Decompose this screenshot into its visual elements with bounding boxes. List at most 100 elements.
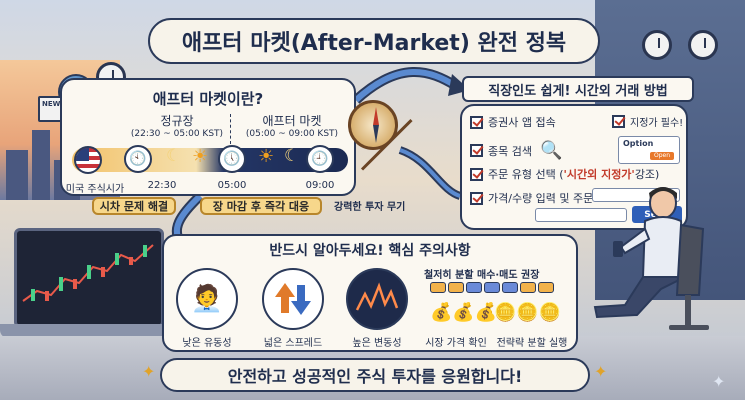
step-search-stock-label: 종목 검색 [488,144,532,158]
check-price-label: 시장 가격 확인 [425,338,487,349]
person-legs [593,276,686,319]
candle [101,267,105,277]
candle [31,289,35,301]
step-open-app: 증권사 앱 접속 [470,114,556,130]
building-silhouette [6,150,28,200]
clock-icon: 🕙 [124,145,152,173]
wall-clock-icon [642,30,672,60]
flow-arrow-right-inner [399,148,461,198]
regular-session-name: 정규장 [160,114,194,128]
split-execution-label: 전략략 분할 실행 [496,338,568,349]
after-session-name: 애프터 마켓 [262,114,322,128]
step-open-app-label: 증권사 앱 접속 [488,116,556,129]
arrow-up [275,283,295,313]
step-order-type: 주문 유형 선택 ( '시간외 지정가' 강조) [470,166,659,182]
volatility-line [355,282,399,311]
candle [143,245,147,257]
person-arm [619,227,651,255]
us-flag-icon [74,146,102,174]
sparkle-icon: ✦ [142,362,156,381]
option-popup-label: Option [623,139,654,148]
phone-icon [613,241,623,257]
split-block [430,282,446,293]
high-volatility-label: 높은 변동성 [352,338,402,349]
option-open-button: Open [650,152,674,160]
sparkle-icon: ✦ [712,372,726,391]
checkbox-icon [470,115,483,129]
person-hair [649,187,677,199]
definition-title: 애프터 마켓이란? [152,90,264,108]
step-search-stock: 종목 검색 🔍 [470,140,562,161]
price-line [22,244,154,302]
step-enter-order: 가격/수량 입력 및 주문 [470,190,593,206]
session-divider [230,114,231,144]
candle [129,257,133,265]
cautions-title: 반드시 알아두세요! 핵심 주의사항 [269,243,471,259]
moon-icon: ☾ [166,146,182,166]
step-order-type-highlight: '시간외 지정가' [563,168,635,181]
checkbox-icon [470,144,483,157]
money-bags-icon: 💰💰💰 [430,302,498,323]
checkbox-icon [470,167,483,181]
regular-session-time: (22:30 ~ 05:00 KST) [130,129,224,139]
closing-banner: 안전하고 성공적인 주식 투자를 응원합니다! [160,358,590,392]
candle [45,291,49,301]
flow-arrow-top-inner [353,69,458,103]
laptop-chart-screen [14,228,164,328]
candle [73,279,77,289]
chair-stand [685,295,691,325]
news-label: NEWS [42,100,66,108]
limit-order-note-label: 지정가 필수! [630,118,684,129]
sun-icon: ☀ [258,146,275,167]
split-trading-title: 철저히 분할 매수·매도 권장 [424,270,540,281]
regular-session-heading: 정규장 (22:30 ~ 05:00 KST) [122,112,232,139]
limit-order-note: 지정가 필수! [612,114,683,129]
low-liquidity-label: 낮은 유동성 [182,338,232,349]
office-chair [675,223,705,296]
wall-clock-icon [688,30,718,60]
spread-arrows-icon [275,283,311,315]
candlestick-chart-decor [22,244,154,302]
label-2230: 22:30 [147,180,177,191]
label-us-open: 미국 주식시가 [65,184,125,195]
step-order-type-pre: 주문 유형 선택 ( [488,168,564,181]
label-0900: 09:00 [305,180,335,191]
strong-investment-weapon-label: 강력한 투자 무기 [334,202,406,213]
arrow-down [291,285,311,315]
split-block [520,282,536,293]
session-timeline-bar [72,148,348,172]
candle [115,253,119,265]
label-0500: 05:00 [217,180,247,191]
wide-spread-icon [262,268,324,330]
split-block [448,282,464,293]
volatility-chart-icon [355,282,399,311]
after-session-time: (05:00 ~ 09:00 KST) [245,129,339,139]
candle [59,277,63,291]
step-enter-order-label: 가격/수량 입력 및 주문 [488,192,594,205]
page-title: 애프터 마켓(After-Market) 완전 정복 [148,18,600,64]
building-silhouette [32,130,50,200]
moon-icon: ☾ [284,146,300,166]
sun-icon: ☀ [192,146,209,167]
low-liquidity-icon: 🧑‍💼 [176,268,238,330]
split-block [538,282,554,293]
split-block [466,282,482,293]
tag-immediate-response: 장 마감 후 즉각 대응 [200,197,322,215]
split-block [502,282,518,293]
clock-icon: 🕘 [306,145,334,173]
chair-base [669,325,709,330]
wide-spread-label: 넓은 스프레드 [263,338,323,349]
price-input-mock [535,208,627,222]
checkbox-icon [612,115,625,128]
split-block [484,282,500,293]
clock-icon: 🕔 [218,145,246,173]
after-session-heading: 애프터 마켓 (05:00 ~ 09:00 KST) [232,112,352,139]
office-worker-illustration [593,187,709,330]
sparkle-icon: ✦ [594,362,608,381]
step-order-type-post: 강조) [634,168,660,181]
candle [87,265,91,279]
coin-stacks-icon: 🪙🪙🪙 [494,302,562,323]
how-to-trade-header: 직장인도 쉽게! 시간외 거래 방법 [462,76,694,102]
after-market-definition-panel: 애프터 마켓이란? 정규장 (22:30 ~ 05:00 KST) 애프터 마켓… [60,78,356,196]
